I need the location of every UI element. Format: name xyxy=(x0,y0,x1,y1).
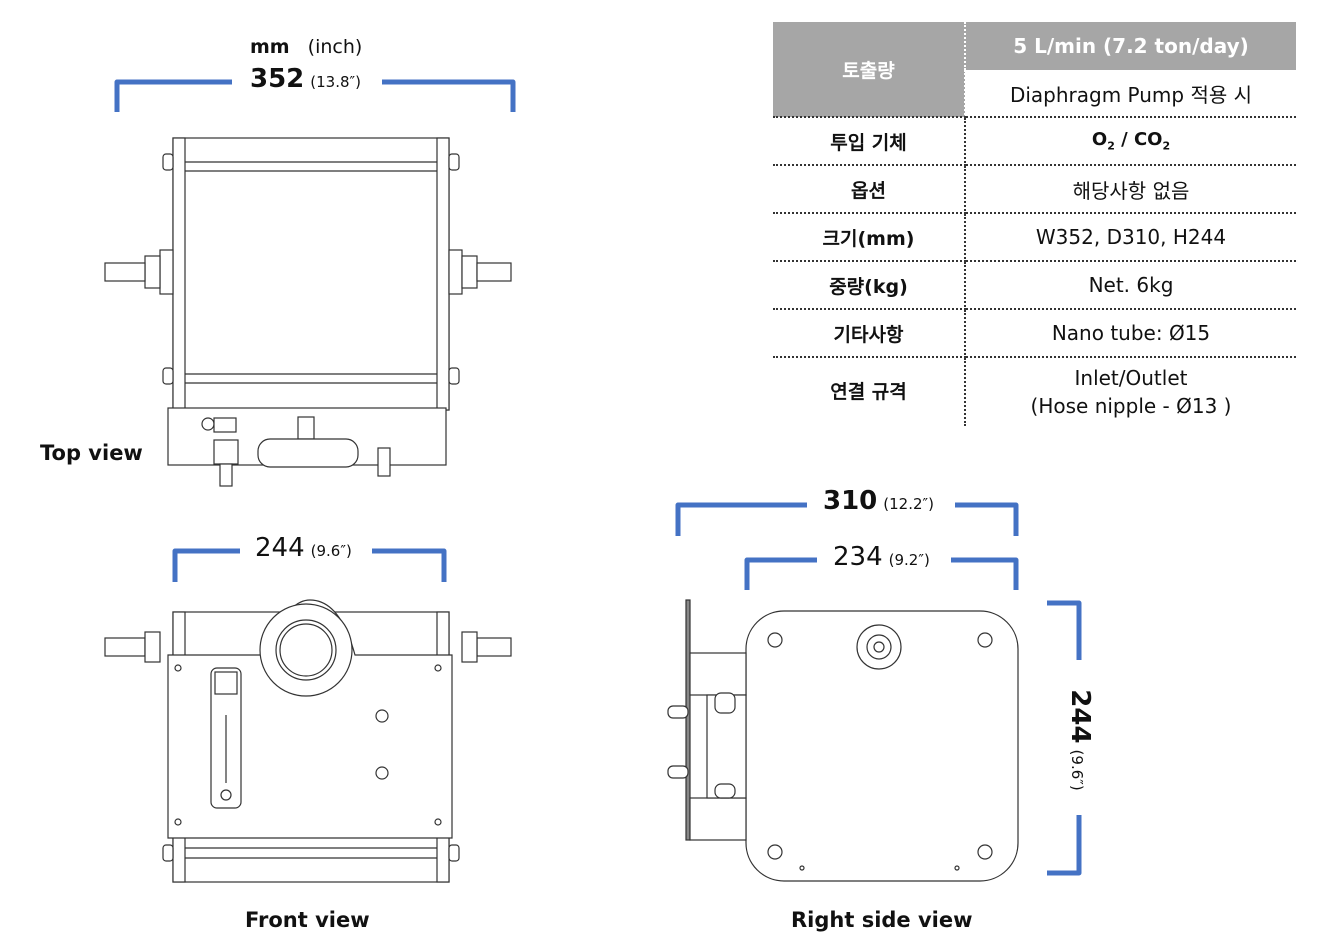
bracket-top-width-left xyxy=(114,79,232,112)
dim-side-total-value: 310 xyxy=(823,486,878,516)
bracket-side-height-bottom xyxy=(1047,815,1082,876)
spec-value-gas: O2 / CO2 xyxy=(965,117,1296,166)
side-view-drawing xyxy=(667,599,1019,882)
spec-row-option: 옵션 해당사항 없음 xyxy=(773,165,1296,214)
spec-key-size: 크기(mm) xyxy=(773,213,966,262)
units-primary: mm xyxy=(250,36,290,58)
spec-row-other: 기타사항 Nano tube: Ø15 xyxy=(773,309,1296,358)
spec-key-flow: 토출량 xyxy=(773,22,966,118)
spec-row-flow-note: Diaphragm Pump 적용 시 xyxy=(773,70,1296,118)
bracket-side-body-left xyxy=(744,557,817,590)
spec-key-option: 옵션 xyxy=(773,165,966,214)
dim-top-width: 352 (13.8″) xyxy=(250,64,361,94)
spec-note-flow: Diaphragm Pump 적용 시 xyxy=(965,70,1296,118)
spec-value-connection-line2: (Hose nipple - Ø13 ) xyxy=(1030,394,1232,418)
units-header: mm (inch) xyxy=(250,36,362,58)
gas-o: O xyxy=(1091,129,1108,151)
spec-value-connection-line1: Inlet/Outlet xyxy=(1074,366,1188,390)
dim-top-width-inch: (13.8″) xyxy=(310,73,361,91)
spec-value-flow: 5 L/min (7.2 ton/day) xyxy=(965,22,1296,70)
dim-side-height-inch: (9.6″) xyxy=(1068,749,1086,791)
dim-side-height-value: 244 xyxy=(1065,689,1095,744)
dim-side-body-inch: (9.2″) xyxy=(888,551,930,569)
spec-key-gas: 투입 기체 xyxy=(773,117,966,166)
spec-value-size: W352, D310, H244 xyxy=(965,213,1296,262)
label-front-view: Front view xyxy=(245,908,370,932)
label-side-view: Right side view xyxy=(791,908,973,932)
spec-value-weight: Net. 6kg xyxy=(965,261,1296,310)
dim-side-body: 234 (9.2″) xyxy=(833,542,930,572)
spec-row-size: 크기(mm) W352, D310, H244 xyxy=(773,213,1296,262)
dim-front-width: 244 (9.6″) xyxy=(255,533,352,563)
front-view-drawing xyxy=(104,599,512,883)
spec-row-gas: 투입 기체 O2 / CO2 xyxy=(773,117,1296,166)
spec-value-option: 해당사항 없음 xyxy=(965,165,1296,214)
spec-key-other: 기타사항 xyxy=(773,309,966,358)
dimension-brackets xyxy=(114,79,1082,876)
gas-co-sub: 2 xyxy=(1162,139,1171,153)
spec-key-connection: 연결 규격 xyxy=(773,357,966,426)
spec-row-connection: 연결 규격 Inlet/Outlet (Hose nipple - Ø13 ) xyxy=(773,357,1296,426)
units-secondary: (inch) xyxy=(307,36,363,58)
spec-key-weight: 중량(kg) xyxy=(773,261,966,310)
top-view-drawing xyxy=(104,137,512,487)
spec-row-weight: 중량(kg) Net. 6kg xyxy=(773,261,1296,310)
dim-front-width-value: 244 xyxy=(255,533,305,563)
bracket-top-width-right xyxy=(382,79,516,112)
dim-top-width-value: 352 xyxy=(250,64,305,94)
spec-row-flow: 토출량 5 L/min (7.2 ton/day) xyxy=(773,22,1296,118)
gas-o-sub: 2 xyxy=(1107,139,1115,153)
bracket-side-total-left xyxy=(675,502,807,536)
dim-side-height: 244 (9.6″) xyxy=(1065,670,1095,810)
bracket-side-body-right xyxy=(951,557,1019,590)
bracket-front-width-right xyxy=(372,548,447,582)
spec-table: 토출량 5 L/min (7.2 ton/day) Diaphragm Pump… xyxy=(773,22,1296,426)
bracket-side-height-top xyxy=(1047,600,1082,660)
dim-side-total-inch: (12.2″) xyxy=(883,495,934,513)
gas-co: / CO xyxy=(1114,129,1163,151)
spec-value-connection: Inlet/Outlet (Hose nipple - Ø13 ) xyxy=(965,357,1296,426)
dim-front-width-inch: (9.6″) xyxy=(310,542,352,560)
dim-side-total: 310 (12.2″) xyxy=(823,486,934,516)
spec-value-other: Nano tube: Ø15 xyxy=(965,309,1296,358)
label-top-view: Top view xyxy=(40,441,143,465)
bracket-side-total-right xyxy=(955,502,1019,536)
dim-side-body-value: 234 xyxy=(833,542,883,572)
bracket-front-width-left xyxy=(172,548,240,582)
